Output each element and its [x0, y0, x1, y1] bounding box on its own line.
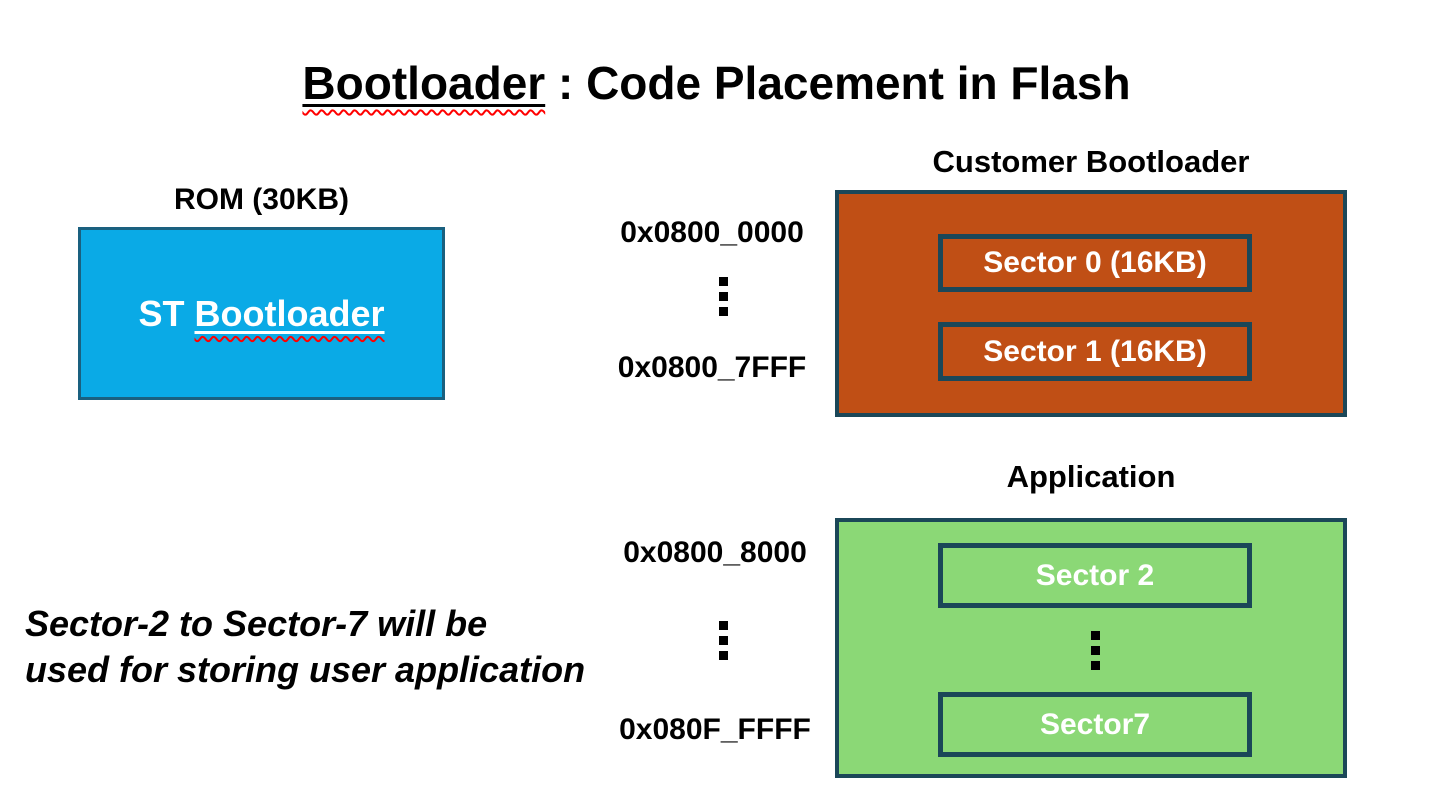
st-bootloader-text: ST Bootloader — [138, 293, 384, 335]
note-line-2: used for storing user application — [25, 649, 586, 690]
address-bootloader-end: 0x0800_7FFF — [617, 351, 807, 384]
application-label: Application — [1006, 459, 1176, 494]
st-bootloader-squiggle: Bootloader — [194, 292, 385, 334]
dot — [719, 636, 728, 645]
ellipsis-dots-application — [1091, 631, 1100, 670]
sector-0-box: Sector 0 (16KB) — [938, 234, 1252, 292]
dot — [719, 277, 728, 286]
rom-section-label: ROM (30KB) — [173, 183, 349, 216]
ellipsis-dots-top — [719, 277, 728, 316]
rom-box: ST Bootloader — [78, 227, 445, 400]
address-flash-end: 0x080F_FFFF — [619, 713, 811, 746]
address-flash-start: 0x0800_0000 — [620, 216, 804, 249]
dot — [719, 651, 728, 660]
dot — [1091, 661, 1100, 670]
customer-bootloader-region — [835, 190, 1347, 417]
note-text: Sector-2 to Sector-7 will be used for st… — [25, 601, 585, 693]
dot — [719, 307, 728, 316]
sector-7-box: Sector7 — [938, 692, 1252, 757]
dot — [1091, 646, 1100, 655]
title-underlined-word: Bootloader — [302, 57, 545, 109]
dot — [719, 292, 728, 301]
dot — [1091, 631, 1100, 640]
sector-1-box: Sector 1 (16KB) — [938, 322, 1252, 381]
customer-bootloader-label: Customer Bootloader — [932, 144, 1250, 179]
st-prefix: ST — [138, 292, 195, 334]
address-application-start: 0x0800_8000 — [623, 536, 807, 569]
st-bootloader-underlined: Bootloader — [195, 293, 385, 334]
dot — [719, 621, 728, 630]
sector-2-box: Sector 2 — [938, 543, 1252, 608]
ellipsis-dots-bottom — [719, 621, 728, 660]
page-title: Bootloader : Code Placement in Flash — [0, 56, 1433, 110]
note-line-1: Sector-2 to Sector-7 will be — [25, 603, 488, 644]
title-rest: : Code Placement in Flash — [545, 57, 1131, 109]
title-squiggle-word: Bootloader — [302, 57, 546, 109]
